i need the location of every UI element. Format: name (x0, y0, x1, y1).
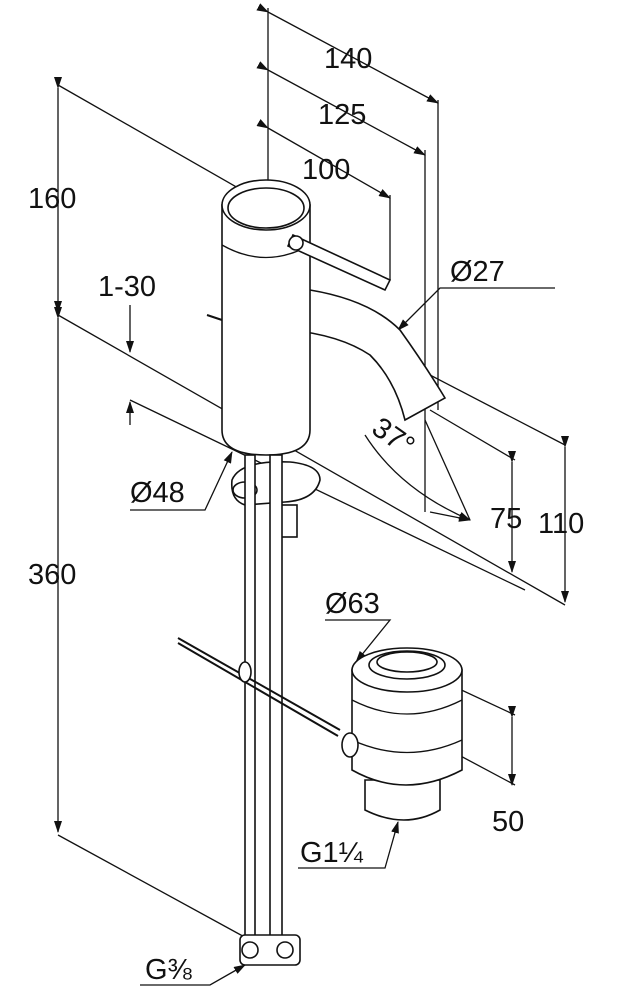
deck-thickness-label: 1-30 (98, 271, 156, 303)
body-diameter-label: Ø48 (130, 477, 185, 509)
dim-360-label: 360 (28, 559, 76, 591)
spout-diameter-label: Ø27 (450, 256, 505, 288)
waste-diameter-label: Ø63 (325, 588, 380, 620)
dim-75-label: 75 (490, 503, 522, 535)
dim-140-label: 140 (324, 43, 372, 75)
faucet-body (206, 179, 447, 456)
dim-100-label: 100 (302, 154, 350, 186)
dim-110-label: 110 (538, 508, 584, 540)
supply-thread-label: G⅜ (145, 954, 193, 986)
waste-valve (341, 647, 463, 821)
spout-angle-label: 37° (366, 412, 420, 463)
dimension-lines (54, 3, 569, 833)
leader-lines (130, 287, 555, 986)
dim-160-label: 160 (28, 183, 76, 215)
mounting-and-hoses (177, 454, 341, 966)
dim-50-label: 50 (492, 806, 524, 838)
dim-125-label: 125 (318, 99, 366, 131)
waste-thread-label: G1¼ (300, 837, 364, 869)
